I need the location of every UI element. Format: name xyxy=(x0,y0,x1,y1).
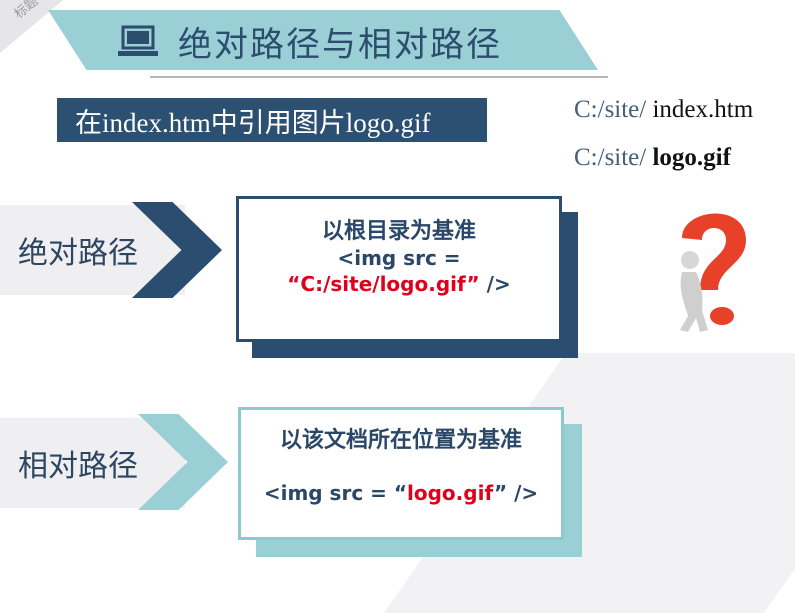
relative-code-close: ” /> xyxy=(493,481,539,505)
absolute-card: 以根目录为基准 <img src = “C:/site/logo.gif” /> xyxy=(236,196,562,342)
absolute-code-line: “C:/site/logo.gif” /> xyxy=(239,271,559,297)
relative-card: 以该文档所在位置为基准 <img src = “logo.gif” /> xyxy=(238,407,564,540)
relative-code-line: <img src = “logo.gif” /> xyxy=(241,480,561,506)
laptop-icon xyxy=(118,25,158,56)
absolute-path-value: C:/site/logo.gif xyxy=(300,272,467,296)
path-logo: C:/site/ logo.gif xyxy=(574,144,731,172)
path-file: index.htm xyxy=(652,96,754,123)
relative-code-prefix: <img src = “ xyxy=(263,481,408,505)
title-underline xyxy=(150,76,608,78)
relative-path-value: logo.gif xyxy=(407,481,494,505)
path-index: C:/site/ index.htm xyxy=(574,96,753,124)
open-quote: “ xyxy=(287,272,301,296)
corner-label: 标题 xyxy=(11,0,42,22)
absolute-code-close: /> xyxy=(479,272,511,296)
absolute-heading: 以根目录为基准 xyxy=(321,219,476,244)
relative-label: 相对路径 xyxy=(0,418,185,508)
path-file: logo.gif xyxy=(652,144,731,171)
relative-heading: 以该文档所在位置为基准 xyxy=(279,428,522,453)
title-content: 绝对路径与相对路径 xyxy=(118,16,502,66)
page-title: 绝对路径与相对路径 xyxy=(178,24,502,65)
path-dir: C:/site/ xyxy=(574,96,647,123)
close-quote-red: ” xyxy=(466,272,480,296)
path-dir: C:/site/ xyxy=(574,144,647,171)
question-box: 在index.htm中引用图片logo.gif xyxy=(57,98,487,142)
absolute-code-prefix: <img src = xyxy=(337,246,461,270)
question-mark-figure-icon xyxy=(680,213,746,332)
